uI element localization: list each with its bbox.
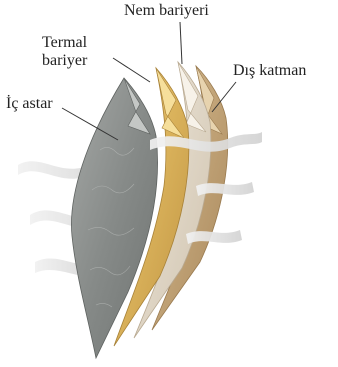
label-inner-liner: İç astar bbox=[6, 95, 53, 113]
label-thermal-barrier: Termal bariyer bbox=[42, 34, 122, 70]
label-thermal-line2: bariyer bbox=[42, 52, 122, 70]
leader-nem bbox=[180, 22, 182, 64]
label-moisture-barrier: Nem bariyeri bbox=[124, 2, 209, 20]
label-outer-shell: Dış katman bbox=[233, 62, 306, 80]
label-thermal-line1: Termal bbox=[42, 34, 122, 52]
